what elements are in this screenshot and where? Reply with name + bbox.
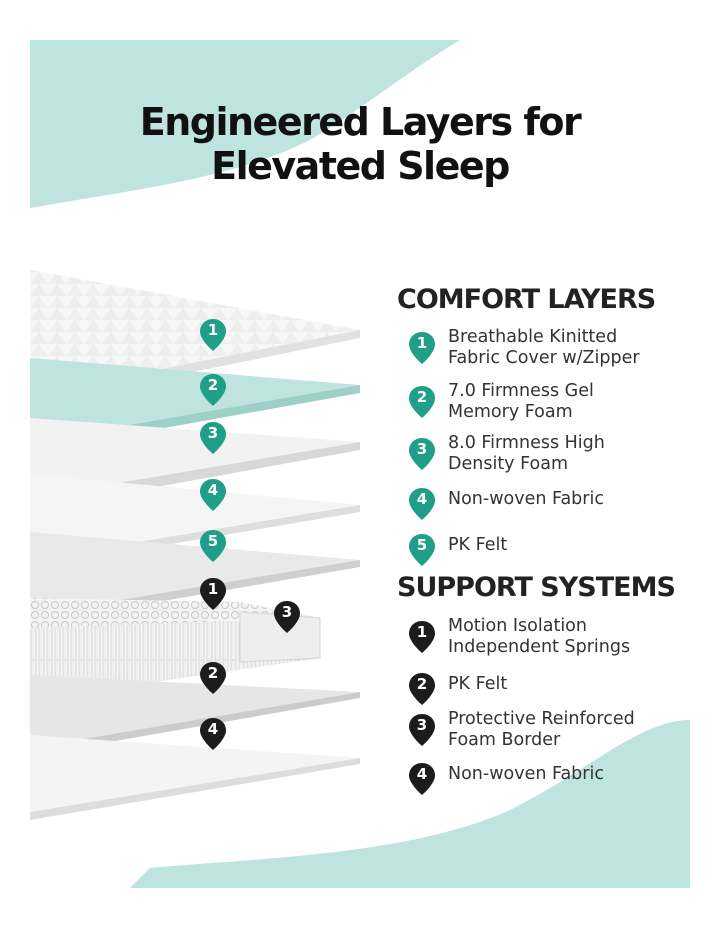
layer-pin-support-3: 3	[273, 600, 301, 634]
comfort-item-label: 7.0 Firmness Gel Memory Foam	[448, 381, 594, 422]
support-pin-1-icon: 1	[408, 620, 436, 654]
layer-pin-comfort-2: 2	[199, 373, 227, 407]
comfort-pin-1-icon: 1	[408, 331, 436, 365]
layer-pin-support-2: 2	[199, 661, 227, 695]
layer-pin-comfort-5: 5	[199, 529, 227, 563]
infographic-card: Engineered Layers for Elevated Sleep	[30, 40, 690, 888]
support-pin-4-icon: 4	[408, 762, 436, 796]
layer-bottom-non-woven	[30, 735, 360, 820]
support-item-label: Non-woven Fabric	[448, 764, 604, 784]
comfort-pin-5-icon: 5	[408, 533, 436, 567]
support-systems-heading: SUPPORT SYSTEMS	[397, 572, 676, 603]
layer-pin-comfort-4: 4	[199, 478, 227, 512]
layer-pin-support-1: 1	[199, 577, 227, 611]
support-item-label: PK Felt	[448, 674, 508, 694]
support-item-label: Motion Isolation Independent Springs	[448, 616, 631, 657]
title-line-1: Engineered Layers for	[139, 100, 582, 144]
support-pin-2-icon: 2	[408, 672, 436, 706]
comfort-item-label: PK Felt	[448, 535, 508, 555]
mattress-layers-illustration	[30, 270, 360, 820]
layer-pin-comfort-3: 3	[199, 421, 227, 455]
comfort-pin-3-icon: 3	[408, 437, 436, 471]
comfort-pin-2-icon: 2	[408, 385, 436, 419]
support-item-label: Protective Reinforced Foam Border	[448, 709, 635, 750]
comfort-item-label: Non-woven Fabric	[448, 489, 604, 509]
comfort-layers-heading: COMFORT LAYERS	[397, 284, 656, 315]
layer-pocket-springs	[30, 598, 321, 700]
page-title: Engineered Layers for Elevated Sleep	[30, 100, 690, 188]
bottom-mint-wave	[130, 720, 690, 888]
comfort-pin-4-icon: 4	[408, 487, 436, 521]
layer-pin-support-4: 4	[199, 717, 227, 751]
support-pin-3-icon: 3	[408, 713, 436, 747]
title-line-2: Elevated Sleep	[211, 144, 510, 188]
layer-support-pk-felt	[30, 675, 360, 756]
layer-pin-comfort-1: 1	[199, 318, 227, 352]
comfort-item-label: Breathable Kinitted Fabric Cover w/Zippe…	[448, 327, 640, 368]
comfort-item-label: 8.0 Firmness High Density Foam	[448, 433, 605, 474]
top-mint-wave	[30, 40, 460, 208]
